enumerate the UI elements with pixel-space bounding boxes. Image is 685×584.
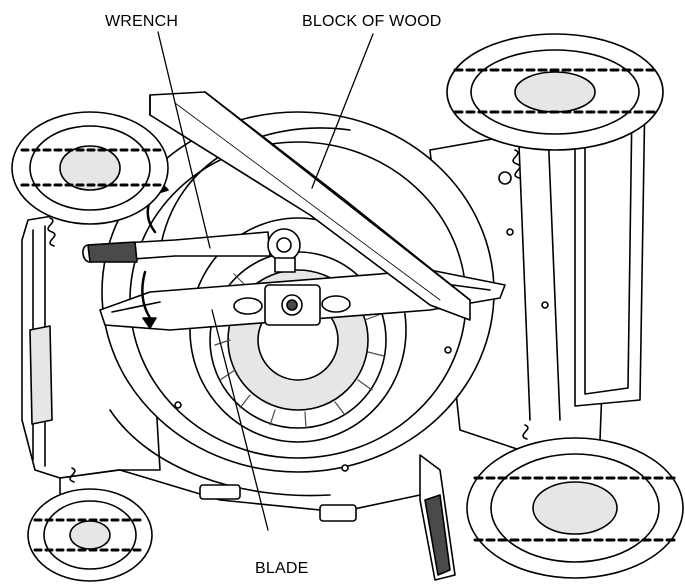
wrench-label: WRENCH [105,13,179,30]
wheel-rear-right [446,33,664,151]
deck-skirt [59,469,421,522]
wheel-front-right [466,437,684,579]
wrench [82,228,301,273]
wheel-front-left [27,488,153,582]
height-adjust-lever [419,454,456,581]
block-of-wood-leader [311,33,374,189]
wrench-leader [157,31,211,249]
blade-leader [211,309,269,531]
block-of-wood-label: BLOCK OF WOOD [302,13,442,30]
block-of-wood [149,91,471,321]
wheel-rear-left [11,111,169,225]
callout-leaders [157,31,374,531]
axle-springs [47,149,529,483]
blade-label: BLADE [255,560,309,577]
